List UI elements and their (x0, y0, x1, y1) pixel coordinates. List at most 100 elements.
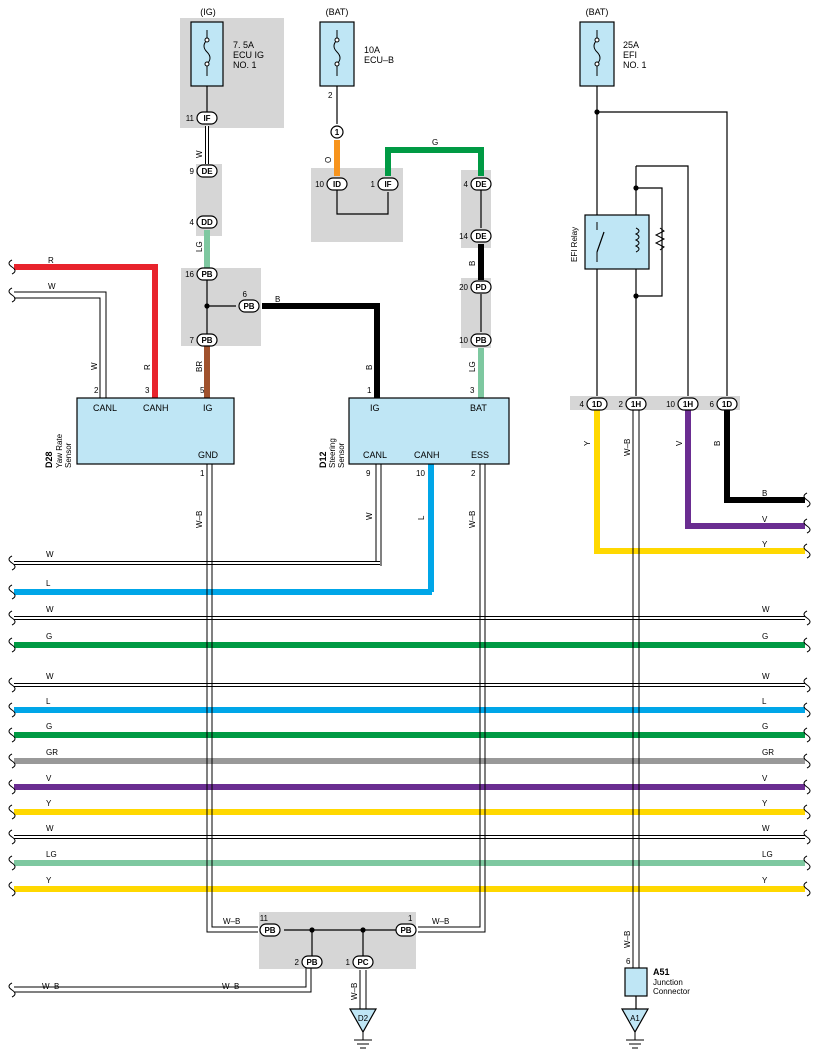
a51-junction-connector: A51 Junction Connector 6 (624, 957, 690, 997)
bus-label-left-1: L (46, 579, 51, 588)
wire-label-v-1h: V (675, 440, 684, 446)
wire-label-r: R (48, 256, 54, 265)
yaw-name-1: Yaw Rate (55, 433, 64, 468)
bus-label-right-4: W (762, 672, 770, 681)
fuse-ig-label-2: ECU IG (233, 50, 264, 60)
ground-d2: D2 (348, 1008, 378, 1049)
bus-label-left-3: G (46, 632, 52, 641)
wire-label-b-pb: B (275, 295, 280, 304)
bus-break-right-11 (803, 855, 811, 871)
ground-a1: A1 (620, 1008, 650, 1049)
connector-20-name: PC (357, 958, 368, 967)
bus-break-left-10 (8, 829, 16, 845)
connector-19-pin: 2 (295, 958, 300, 967)
break-y-right (803, 543, 811, 559)
fuse-bat-efi-label-3: NO. 1 (623, 60, 647, 70)
connector-11 (238, 299, 260, 313)
fuse-ig-source: (IG) (200, 7, 216, 17)
connector-7-name: DE (475, 232, 487, 241)
fuse-bat-ecu-pin: 2 (328, 91, 333, 100)
connector-4 (326, 177, 348, 191)
connector-2-pin: 4 (190, 218, 195, 227)
connector-0-name: IF (203, 114, 210, 123)
yaw-canl-pin: 2 (94, 386, 99, 395)
fuse-bat-ecu-source: (BAT) (326, 7, 349, 17)
connector-14-pin: 2 (619, 400, 624, 409)
bus-label-left-5: L (46, 697, 51, 706)
connector-2 (196, 215, 218, 229)
connector-10-pin: 16 (185, 270, 194, 279)
bus-break-left-4 (8, 677, 16, 693)
wire-relay-diode (636, 187, 663, 297)
wire-label-y-1d: Y (583, 440, 592, 446)
steer-canl-label: CANL (363, 450, 387, 460)
splice-dot-5 (633, 293, 639, 299)
bus-break-left-5 (8, 702, 16, 718)
bus-break-left-8 (8, 779, 16, 795)
bus-label-left-8: V (46, 774, 52, 783)
bus-break-right-7 (803, 753, 811, 769)
connector-15 (677, 397, 699, 411)
connector-20 (352, 955, 374, 969)
wire-label-gnd-wb: W–B (195, 511, 204, 528)
wire-label-g-top: G (432, 138, 438, 147)
connector-16-name: 1D (722, 400, 732, 409)
wire-label-o: O (324, 157, 333, 163)
connector-12-name: PB (201, 336, 212, 345)
bus-break-right-2 (803, 610, 811, 626)
wire-pb2-wb-a (14, 968, 307, 988)
bus-break-left-2 (8, 610, 16, 626)
wire-b-1d (724, 410, 805, 503)
yaw-gnd-label: GND (198, 450, 219, 460)
splice-dot-3 (594, 109, 600, 115)
wire-label-wb-pb1: W–B (432, 917, 449, 926)
connector-6 (470, 177, 492, 191)
wire-label-b-1d: B (713, 441, 722, 446)
fuse-ig: (IG) 7. 5A ECU IG NO. 1 (190, 7, 264, 87)
bus-break-right-6 (803, 727, 811, 743)
steer-canh-pin: 10 (416, 469, 425, 478)
bus-break-left-7 (8, 753, 16, 769)
bus-label-right-10: W (762, 824, 770, 833)
wire-label-canl-w: W (365, 512, 374, 520)
bus-break-right-4 (803, 677, 811, 693)
wire-label-lg-ig: LG (195, 241, 204, 252)
connector-8-name: PD (475, 283, 486, 292)
wire-label-ess-wb: W–B (468, 511, 477, 528)
fuse-ig-label-3: NO. 1 (233, 60, 257, 70)
bus-break-right-3 (803, 637, 811, 653)
connector-13-pin: 4 (580, 400, 585, 409)
steer-bat-label: BAT (470, 403, 487, 413)
wire-ess-wb-a (418, 464, 481, 928)
wire-relay-1h10 (636, 165, 689, 396)
connector-15-pin: 10 (666, 400, 675, 409)
wire-label-r-canh: R (143, 364, 152, 370)
bus-break-right-5 (803, 702, 811, 718)
bus-break-right-9 (803, 804, 811, 820)
connector-6-pin: 4 (464, 180, 469, 189)
connector-17-name: PB (264, 926, 275, 935)
connector-11-name: PB (243, 302, 254, 311)
connector-17-pin: 11 (260, 914, 269, 923)
wire-label-w-ig: W (195, 150, 204, 158)
bus-lines (8, 555, 811, 897)
a51-name-2: Connector (653, 987, 690, 996)
wire-efi-1d6 (597, 111, 728, 396)
bus-label-left-7: GR (46, 748, 58, 757)
wire-label-b-ig: B (365, 365, 374, 370)
break-w-left (8, 287, 16, 303)
a51-name-1: Junction (653, 978, 683, 987)
gray-blocks (180, 18, 740, 969)
bus-label-left-0: W (46, 550, 54, 559)
bus-label-right-11: LG (762, 850, 773, 859)
connector-0 (196, 111, 218, 125)
connector-8 (470, 280, 492, 294)
wire-label-br: BR (195, 361, 204, 372)
bus-label-left-12: Y (46, 876, 52, 885)
wire-id-if (336, 190, 389, 215)
connector-13-name: 1D (592, 400, 602, 409)
wire-label-b-pd: B (468, 261, 477, 266)
connector-16-pin: 6 (710, 400, 715, 409)
